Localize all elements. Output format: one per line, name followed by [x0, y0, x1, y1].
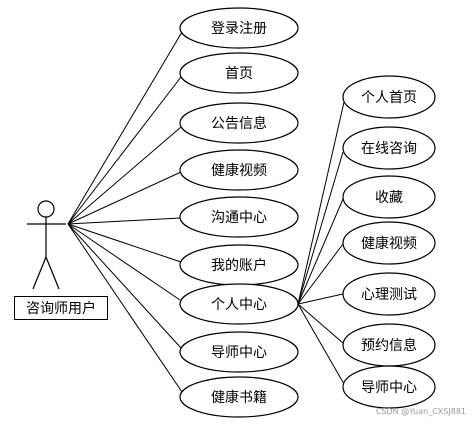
svg-text:健康视频: 健康视频 — [361, 235, 417, 252]
actor-association-line — [67, 31, 183, 225]
use-case-announcements: 公告信息 — [179, 102, 299, 144]
svg-text:公告信息: 公告信息 — [211, 115, 267, 132]
svg-text:我的账户: 我的账户 — [211, 257, 267, 274]
personal-center-association-line — [297, 303, 344, 344]
actor-association-line — [67, 76, 182, 225]
use-case-favorites: 收藏 — [342, 175, 436, 219]
use-case-psych-test: 心理测试 — [342, 272, 436, 316]
svg-text:导师中心: 导师中心 — [211, 345, 267, 361]
use-case-health-video: 健康视频 — [179, 149, 299, 191]
use-case-communication-center: 沟通中心 — [179, 196, 299, 238]
actor-right-leg — [45, 256, 60, 290]
use-case-personal-center: 个人中心 — [179, 283, 299, 325]
actor-association-line — [67, 126, 182, 225]
use-case-my-account: 我的账户 — [179, 244, 299, 286]
svg-text:收藏: 收藏 — [375, 190, 403, 206]
svg-text:在线咨询: 在线咨询 — [361, 141, 417, 157]
svg-text:预约信息: 预约信息 — [361, 337, 417, 354]
use-case-sub-health-video: 健康视频 — [342, 221, 436, 265]
actor-head — [37, 200, 55, 218]
actor-association-line — [67, 223, 182, 263]
use-case-personal-home: 个人首页 — [342, 75, 436, 119]
svg-text:登录注册: 登录注册 — [211, 21, 267, 37]
use-case-login-register: 登录注册 — [179, 7, 299, 49]
personal-center-sub-use-cases: 个人首页 在线咨询 收藏 健康视频 心理测试 预约信息 导师中心 — [342, 75, 436, 409]
actor-left-leg — [32, 256, 47, 290]
personal-center-association-line — [297, 198, 344, 305]
actor-association-line — [67, 171, 182, 225]
actor-association-line — [67, 223, 182, 349]
watermark: CSDN @Yuan_CXSJ881 — [375, 407, 466, 416]
use-case-online-consulting: 在线咨询 — [342, 126, 436, 170]
use-case-health-books: 健康书籍 — [179, 376, 299, 418]
actor-figure — [27, 200, 66, 290]
svg-text:沟通中心: 沟通中心 — [211, 210, 267, 226]
personal-center-association-line — [297, 303, 345, 385]
svg-text:健康书籍: 健康书籍 — [211, 389, 267, 406]
use-case-sub-mentor-center: 导师中心 — [342, 365, 436, 409]
actor-association-line — [67, 217, 181, 225]
svg-text:个人中心: 个人中心 — [211, 297, 267, 313]
personal-center-association-line — [297, 101, 345, 305]
svg-text:个人首页: 个人首页 — [361, 90, 417, 106]
personal-center-association-line — [297, 293, 344, 305]
use-case-mentor-center: 导师中心 — [179, 331, 299, 373]
actor-label: 咨询师用户 — [14, 296, 108, 320]
use-case-appointments: 预约信息 — [342, 323, 436, 367]
use-case-home: 首页 — [179, 52, 299, 94]
svg-text:心理测试: 心理测试 — [361, 287, 417, 303]
personal-center-association-line — [297, 243, 344, 305]
svg-text:健康视频: 健康视频 — [211, 162, 267, 179]
main-use-cases: 登录注册 首页 公告信息 健康视频 沟通中心 我的账户 个人中心 导师中心 — [179, 7, 299, 418]
actor-association-line — [67, 223, 181, 301]
svg-text:导师中心: 导师中心 — [361, 380, 417, 396]
association-lines — [67, 31, 345, 393]
svg-text:首页: 首页 — [225, 66, 253, 82]
actor-association-line — [67, 223, 183, 393]
personal-center-association-line — [297, 151, 344, 305]
